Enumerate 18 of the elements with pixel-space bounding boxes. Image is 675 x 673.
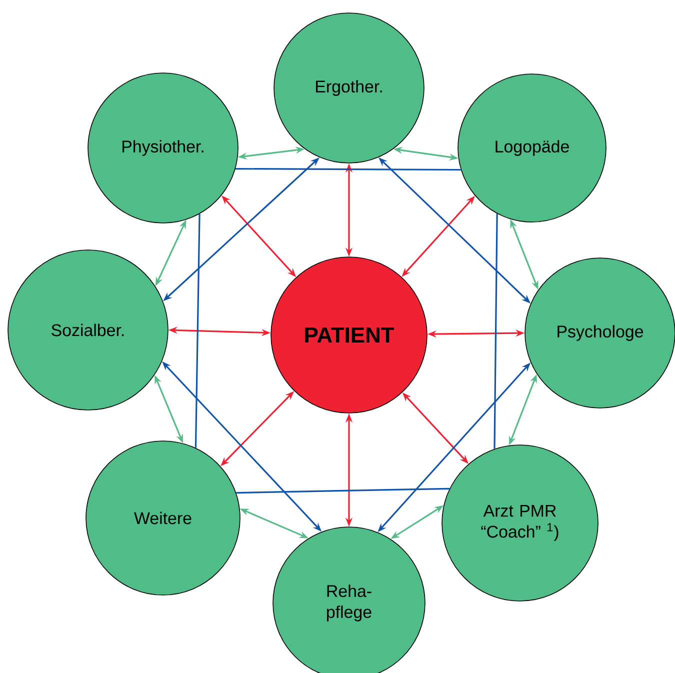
role-circle	[524, 258, 675, 408]
role-circle	[88, 72, 238, 224]
circle-label: Sozialber.	[52, 324, 124, 336]
circle-label: Psychologe	[558, 325, 644, 341]
role-circle	[274, 12, 424, 164]
circle-label: Reha- pflege	[327, 584, 372, 622]
circle-label: Physiother.	[122, 140, 204, 156]
role-circle	[86, 440, 240, 596]
circle-label: Logopäde	[496, 140, 569, 156]
role-circle	[458, 74, 606, 222]
role-circle	[272, 526, 426, 673]
circle-label: PATIENT	[305, 327, 394, 343]
circle-label: Ergother.	[316, 80, 382, 96]
circle-label: Weitere	[134, 512, 192, 524]
patient-circle	[270, 256, 428, 414]
circle-label: Arzt PMR “Coach” $^{1}$)	[481, 504, 558, 542]
role-circle	[8, 250, 168, 410]
role-circle	[442, 444, 598, 602]
